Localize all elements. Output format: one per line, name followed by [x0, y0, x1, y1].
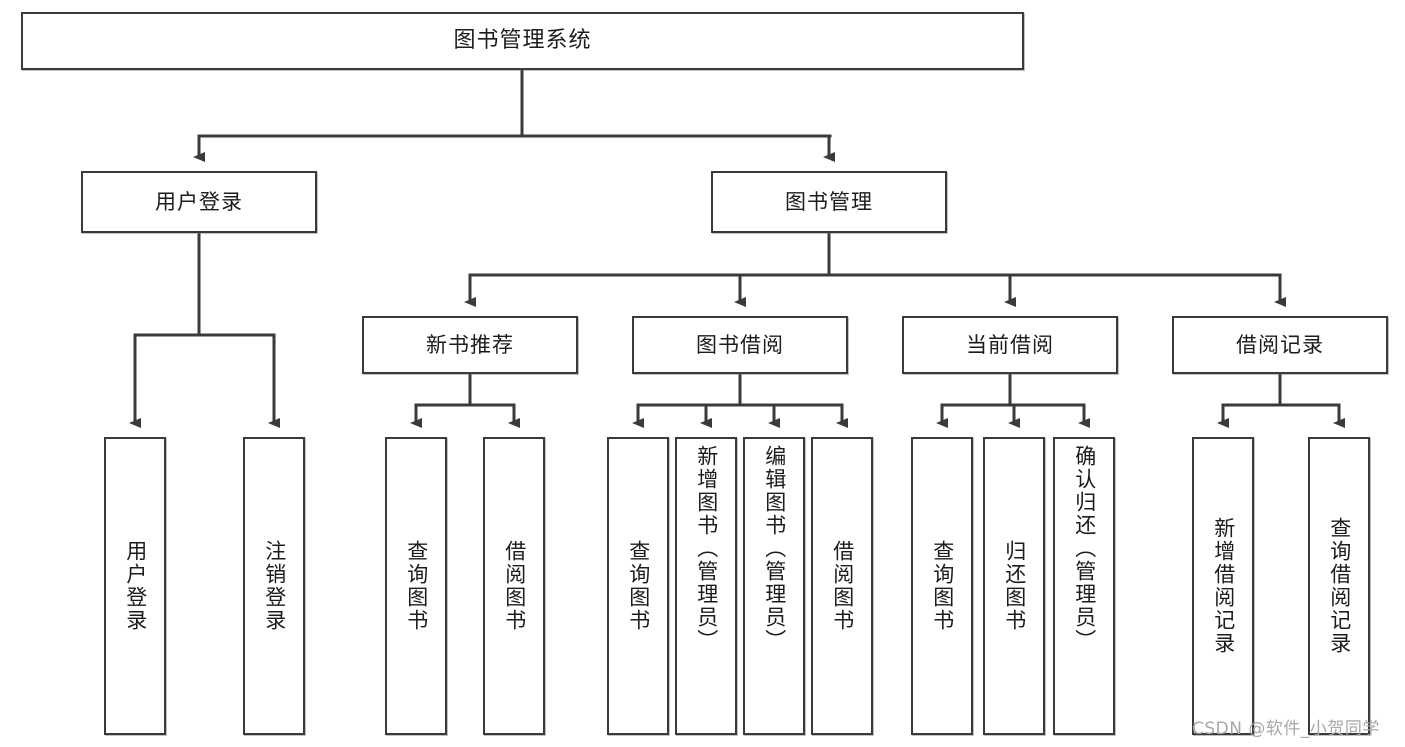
leaf-query-book-2[interactable]: 查询图书 [607, 437, 669, 735]
leaf-query-book-1[interactable]: 查询图书 [385, 437, 447, 735]
leaf-user-login[interactable]: 用户登录 [104, 437, 166, 735]
node-borrow-record[interactable]: 借阅记录 [1172, 316, 1388, 374]
node-user-login[interactable]: 用户登录 [81, 171, 317, 233]
node-user-login-label: 用户登录 [155, 189, 243, 214]
watermark: CSDN @软件_小贺同学 [1192, 719, 1380, 739]
node-new-book-recommend[interactable]: 新书推荐 [362, 316, 578, 374]
node-root-label: 图书管理系统 [453, 28, 592, 54]
node-book-manage[interactable]: 图书管理 [711, 171, 947, 233]
leaf-confirm-return-admin[interactable]: 确认归还（管理员） [1053, 437, 1115, 735]
node-book-borrow-label: 图书借阅 [696, 332, 784, 357]
node-new-book-recommend-label: 新书推荐 [426, 332, 514, 357]
node-book-borrow[interactable]: 图书借阅 [632, 316, 848, 374]
leaf-query-book-3-label: 查询图书 [930, 540, 955, 632]
leaf-logout-login-label: 注销登录 [262, 540, 287, 632]
leaf-query-borrow-record[interactable]: 查询借阅记录 [1308, 437, 1370, 735]
leaf-add-borrow-record[interactable]: 新增借阅记录 [1192, 437, 1254, 735]
leaf-query-borrow-record-label: 查询借阅记录 [1327, 517, 1352, 655]
leaf-add-book-admin[interactable]: 新增图书（管理员） [675, 437, 737, 735]
leaf-confirm-return-admin-label: 确认归还（管理员） [1072, 445, 1097, 652]
leaf-edit-book-admin-label: 编辑图书（管理员） [762, 445, 787, 652]
leaf-add-book-admin-label: 新增图书（管理员） [694, 445, 719, 652]
leaf-borrow-book-1-label: 借阅图书 [502, 540, 527, 632]
leaf-return-book[interactable]: 归还图书 [983, 437, 1045, 735]
leaf-logout-login[interactable]: 注销登录 [243, 437, 305, 735]
leaf-query-book-1-label: 查询图书 [404, 540, 429, 632]
node-borrow-record-label: 借阅记录 [1236, 332, 1324, 357]
leaf-edit-book-admin[interactable]: 编辑图书（管理员） [743, 437, 805, 735]
node-current-borrow-label: 当前借阅 [966, 332, 1054, 357]
node-book-manage-label: 图书管理 [785, 189, 873, 214]
leaf-query-book-2-label: 查询图书 [626, 540, 651, 632]
leaf-return-book-label: 归还图书 [1002, 540, 1027, 632]
node-root[interactable]: 图书管理系统 [21, 12, 1024, 70]
leaf-borrow-book-1[interactable]: 借阅图书 [483, 437, 545, 735]
leaf-borrow-book-2-label: 借阅图书 [830, 540, 855, 632]
node-current-borrow[interactable]: 当前借阅 [902, 316, 1118, 374]
leaf-user-login-label: 用户登录 [123, 540, 148, 632]
leaf-query-book-3[interactable]: 查询图书 [911, 437, 973, 735]
leaf-add-borrow-record-label: 新增借阅记录 [1211, 517, 1236, 655]
leaf-borrow-book-2[interactable]: 借阅图书 [811, 437, 873, 735]
